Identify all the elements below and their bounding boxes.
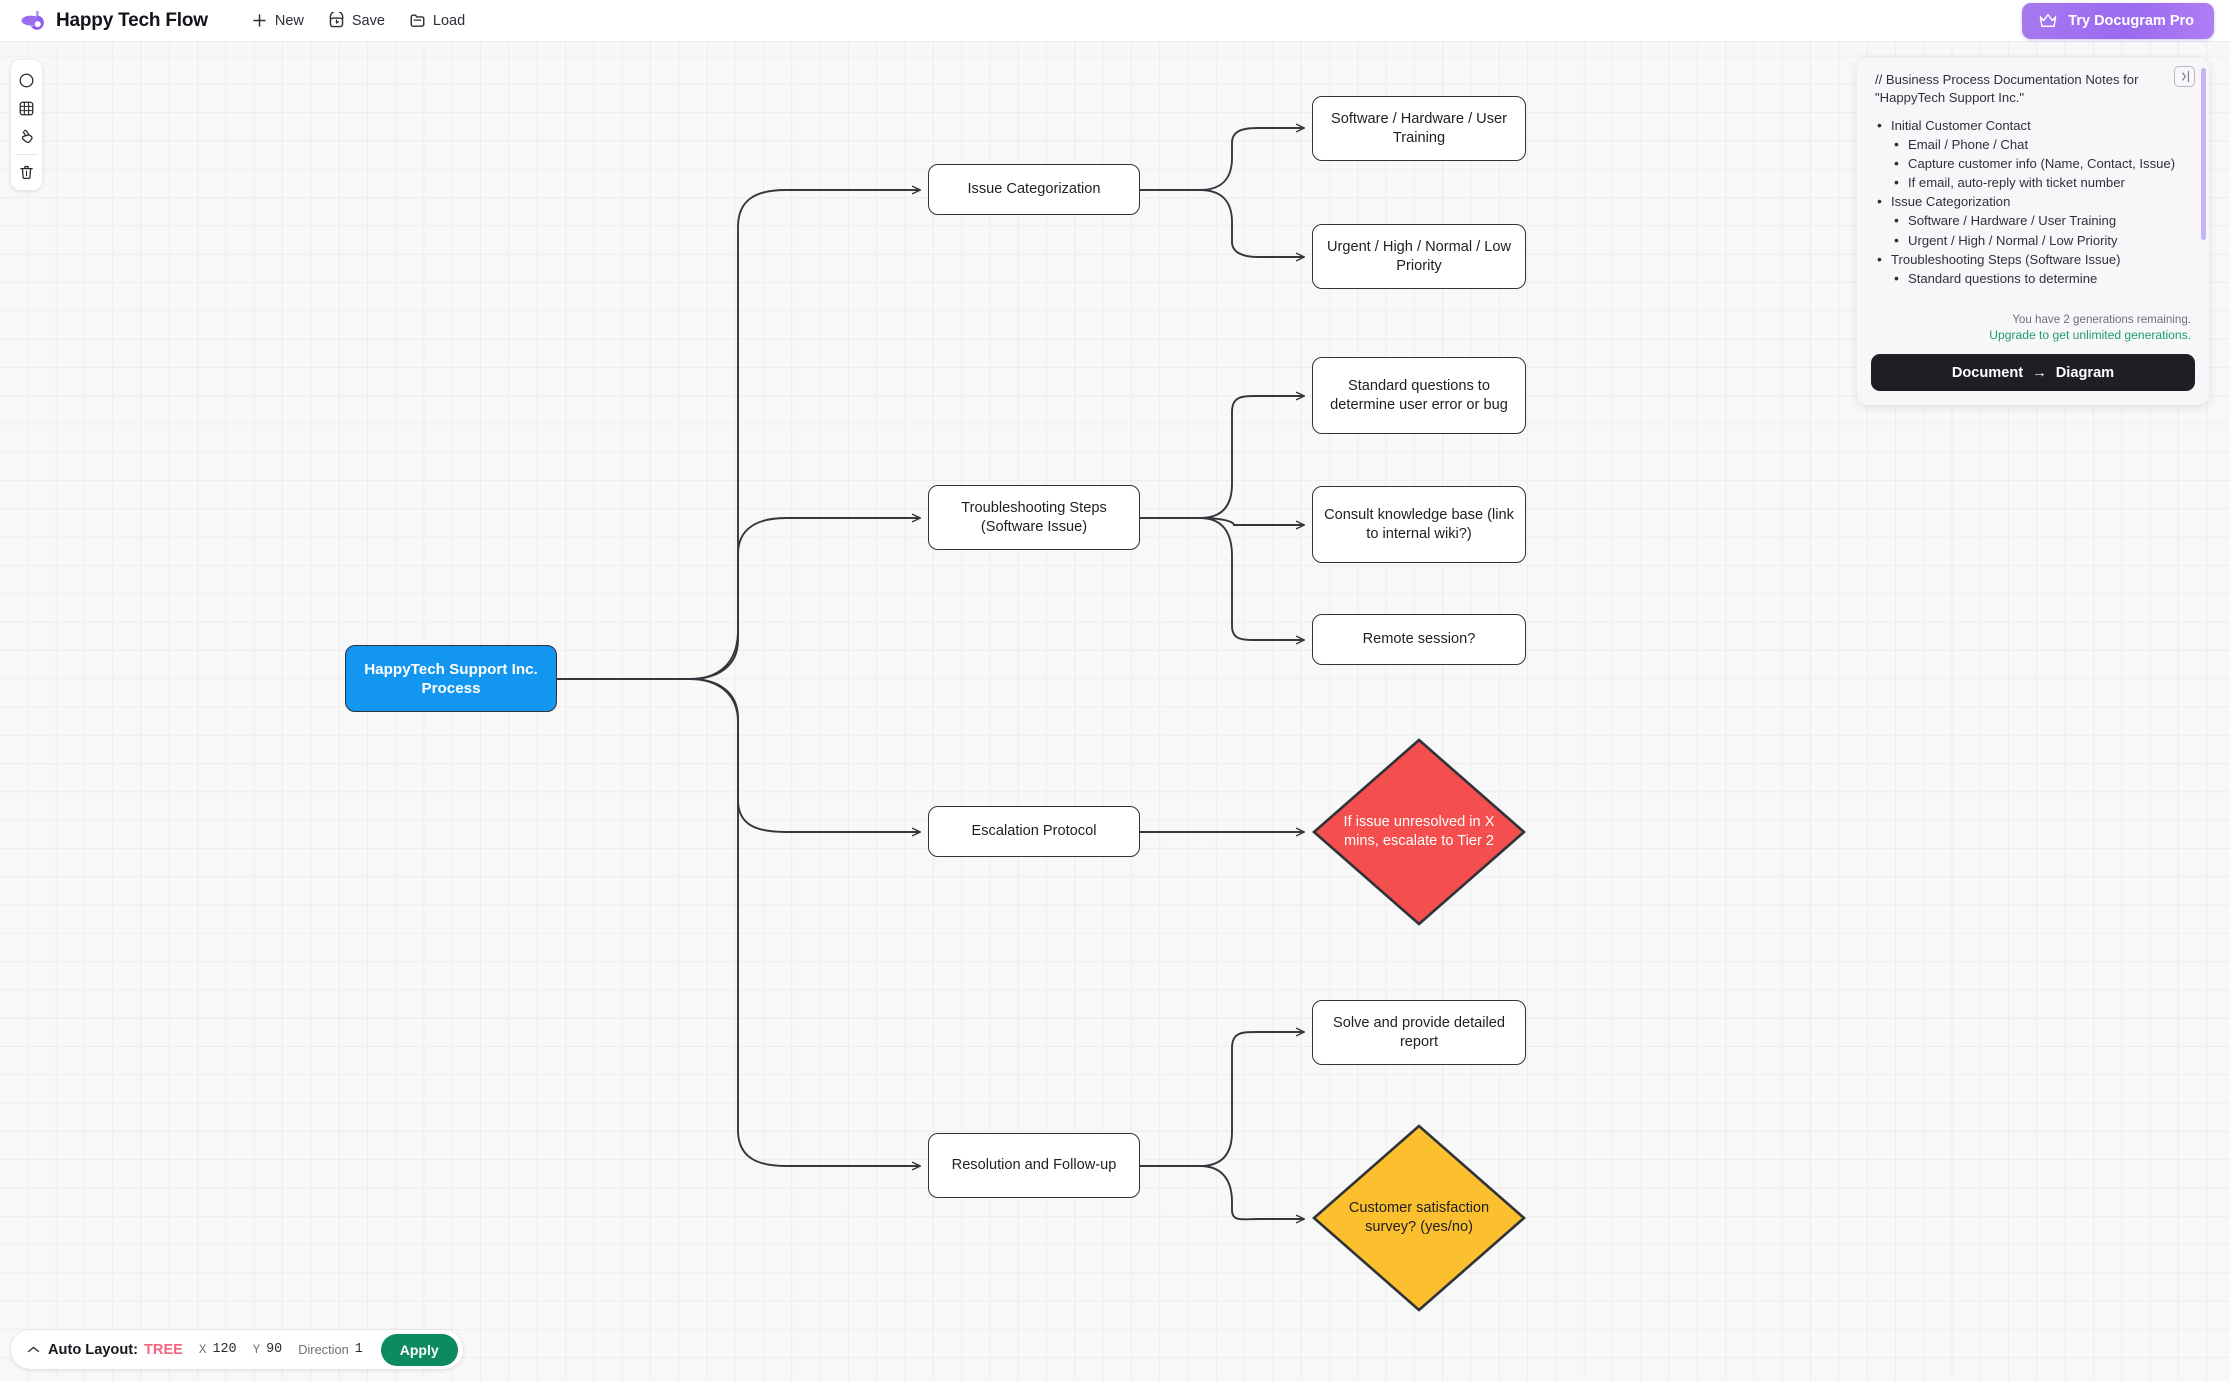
documentation-outline: Initial Customer Contact Email / Phone /… [1875, 116, 2191, 288]
shape-toolbar [11, 60, 42, 190]
auto-layout-field-direction[interactable]: Direction 1 [298, 1342, 363, 1357]
flow-node-solve-provide-report[interactable]: Solve and provide detailed report [1312, 1000, 1526, 1065]
outline-sublist: Software / Hardware / User Training Urge… [1891, 211, 2191, 249]
page-title: Happy Tech Flow [56, 9, 208, 31]
pointer-tool[interactable] [12, 122, 42, 150]
outline-subitem: Capture customer info (Name, Contact, Is… [1891, 154, 2191, 173]
plus-icon [253, 14, 266, 27]
outline-item: Issue Categorization Software / Hardware… [1875, 192, 2191, 250]
load-button-label: Load [432, 12, 466, 29]
crown-icon [2040, 13, 2057, 27]
grid-tool[interactable] [12, 94, 42, 122]
apply-button[interactable]: Apply [380, 1333, 458, 1366]
documentation-scroll-area[interactable]: // Business Process Documentation Notes … [1857, 58, 2209, 316]
toolbar-divider [15, 154, 38, 155]
save-button-label: Save [351, 12, 385, 29]
flow-node-troubleshooting-steps[interactable]: Troubleshooting Steps (Software Issue) [928, 485, 1140, 550]
hand-pointer-icon [21, 129, 33, 143]
auto-layout-collapse-toggle[interactable] [27, 1345, 40, 1355]
field-value[interactable]: 90 [266, 1342, 283, 1357]
documentation-header: // Business Process Documentation Notes … [1875, 72, 2139, 106]
outline-subitem: Standard questions to determine [1891, 269, 2191, 288]
cta-right-label: Diagram [2055, 364, 2115, 381]
flow-node-label: Troubleshooting Steps (Software Issue) [961, 500, 1107, 535]
top-toolbar: Happy Tech Flow New Save Load [0, 0, 2230, 42]
new-button[interactable]: New [242, 7, 313, 34]
grid-icon [19, 101, 34, 115]
save-button[interactable]: Save [319, 7, 394, 34]
flow-node-remote-session[interactable]: Remote session? [1312, 614, 1526, 665]
flow-node-label: Resolution and Follow-up [951, 1157, 1117, 1174]
diamond-shape-icon [1312, 738, 1526, 926]
purple-bird-logo-icon [21, 10, 44, 30]
outline-item: Troubleshooting Steps (Software Issue) S… [1875, 250, 2191, 288]
arrow-right-icon: → [2032, 364, 2047, 381]
documentation-panel: // Business Process Documentation Notes … [1857, 58, 2209, 405]
chevron-up-icon [27, 1346, 40, 1352]
outline-label: Initial Customer Contact [1891, 118, 2031, 134]
flow-node-label: Consult knowledge base (link to internal… [1324, 507, 1514, 542]
delete-tool[interactable] [12, 158, 42, 186]
flow-node-satisfaction-decision[interactable]: Customer satisfaction survey? (yes/no) [1312, 1124, 1526, 1312]
flow-node-software-hardware-training[interactable]: Software / Hardware / User Training [1312, 96, 1526, 161]
documentation-scrollbar[interactable] [2201, 68, 2206, 240]
flow-node-label: Software / Hardware / User Training [1331, 111, 1507, 146]
panel-collapse-right-icon[interactable] [2174, 66, 2195, 87]
load-button[interactable]: Load [400, 7, 474, 34]
auto-layout-field-y[interactable]: Y 90 [253, 1342, 283, 1357]
outline-subitem: If email, auto-reply with ticket number [1891, 173, 2191, 192]
flow-node-escalation-protocol[interactable]: Escalation Protocol [928, 806, 1140, 857]
flow-node-resolution-followup[interactable]: Resolution and Follow-up [928, 1133, 1140, 1198]
flow-node-escalation-decision[interactable]: If issue unresolved in X mins, escalate … [1312, 738, 1526, 926]
outline-label: Troubleshooting Steps (Software Issue) [1891, 251, 2121, 267]
auto-layout-field-x[interactable]: X 120 [199, 1342, 237, 1357]
flow-node-label: HappyTech Support Inc. Process [364, 660, 538, 697]
flow-node-label: Solve and provide detailed report [1332, 1015, 1505, 1050]
field-value[interactable]: 120 [212, 1342, 237, 1357]
outline-sublist: Standard questions to determine [1891, 269, 2191, 288]
circle-icon [19, 73, 34, 87]
flow-node-label: Urgent / High / Normal / Low Priority [1326, 239, 1512, 274]
field-label: Direction [298, 1342, 349, 1357]
flow-node-label: Standard questions to determine user err… [1330, 378, 1508, 413]
auto-layout-mode[interactable]: TREE [143, 1341, 183, 1358]
flow-node-standard-questions[interactable]: Standard questions to determine user err… [1312, 357, 1526, 434]
folder-icon [410, 14, 425, 27]
flow-node-root[interactable]: HappyTech Support Inc. Process [345, 645, 557, 712]
outline-sublist: Email / Phone / Chat Capture customer in… [1891, 135, 2191, 193]
flow-node-label: Issue Categorization [967, 181, 1101, 198]
diamond-shape-icon [1312, 1124, 1526, 1312]
circle-shape-tool[interactable] [12, 66, 42, 94]
new-button-label: New [274, 12, 304, 29]
document-to-diagram-button[interactable]: Document → Diagram [1871, 354, 2195, 391]
save-clock-icon [329, 12, 344, 28]
flow-node-label: Escalation Protocol [971, 823, 1097, 840]
generations-remaining-note: You have 2 generations remaining. [2012, 313, 2191, 326]
field-value[interactable]: 1 [354, 1342, 363, 1357]
outline-item: Initial Customer Contact Email / Phone /… [1875, 116, 2191, 193]
flow-node-label: Remote session? [1362, 631, 1476, 648]
auto-layout-label: Auto Layout: [48, 1341, 138, 1358]
chevron-right-panel-icon [2182, 70, 2190, 83]
flow-node-consult-knowledge-base[interactable]: Consult knowledge base (link to internal… [1312, 486, 1526, 563]
outline-subitem: Email / Phone / Chat [1891, 135, 2191, 154]
cta-left-label: Document [1951, 364, 2024, 381]
field-label: Y [252, 1342, 261, 1357]
pro-button-label: Try Docugram Pro [2068, 12, 2194, 29]
flow-node-priority-levels[interactable]: Urgent / High / Normal / Low Priority [1312, 224, 1526, 289]
outline-subitem: Urgent / High / Normal / Low Priority [1891, 230, 2191, 249]
outline-subitem: Software / Hardware / User Training [1891, 211, 2191, 230]
upgrade-link[interactable]: Upgrade to get unlimited generations. [1989, 328, 2191, 342]
outline-label: Issue Categorization [1891, 194, 2011, 210]
flow-node-issue-categorization[interactable]: Issue Categorization [928, 164, 1140, 215]
auto-layout-bar: Auto Layout: TREE X 120 Y 90 Direction 1… [11, 1330, 463, 1369]
try-docugram-pro-button[interactable]: Try Docugram Pro [2022, 2, 2214, 39]
field-label: X [198, 1342, 207, 1357]
trash-icon [20, 165, 33, 179]
